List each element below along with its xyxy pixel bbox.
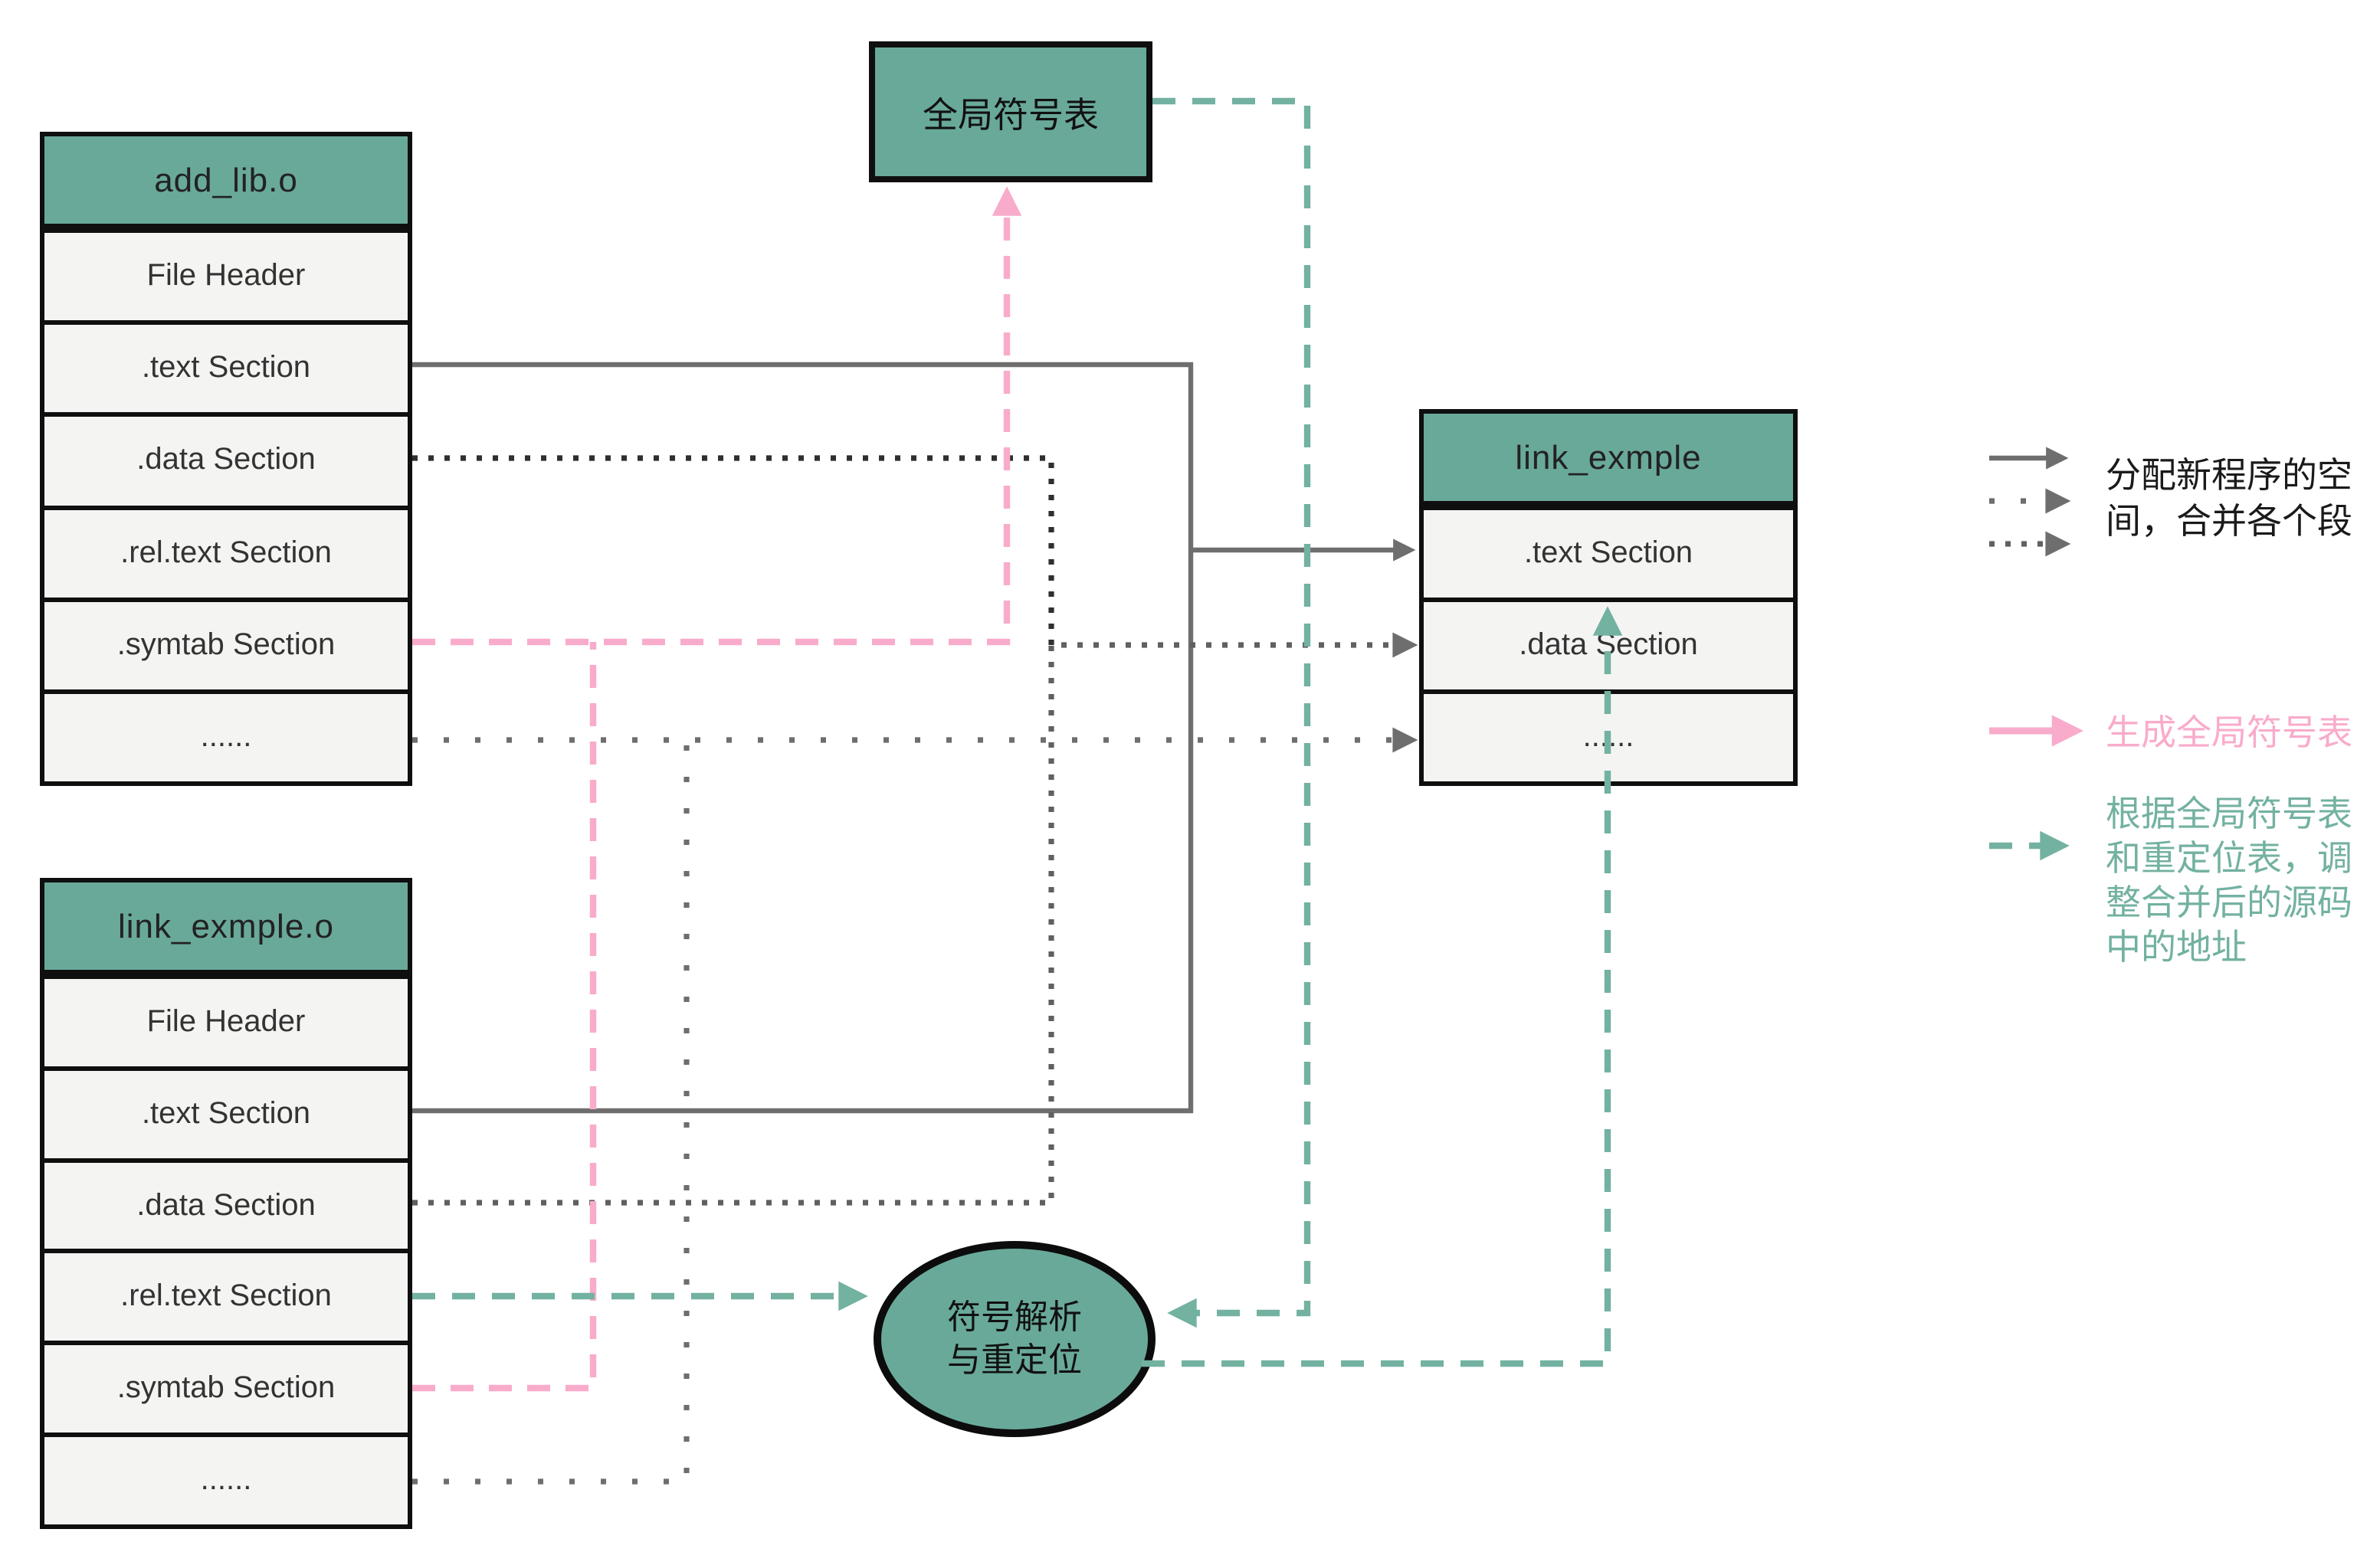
add-lib-o-table: add_lib.o File Header .text Section .dat… [40,132,412,786]
symtab-line-bottom [412,642,597,1392]
table-row: .data Section [1424,598,1793,689]
table-row: .text Section [1424,506,1793,598]
other-merge-line-bottom [412,740,690,1485]
table-row: .data Section [44,412,408,506]
global-table-to-resolver-arrow [1152,97,1311,1328]
table-row: .text Section [44,320,408,413]
global-symbol-table-label: 全局符号表 [923,95,1099,135]
symtab-arrow [412,186,1022,646]
data-merge-arrow [412,632,1418,1206]
table-row: ...... [1424,689,1793,781]
table-row: ...... [44,1432,408,1524]
legend-merge-label: 分配新程序的空 间，合并各个段 [2106,455,2352,541]
table-row: .symtab Section [44,1341,408,1433]
global-symbol-table-box: 全局符号表 [869,41,1152,182]
table-row: .data Section [44,1157,408,1249]
link-exmple-output-table: link_exmple .text Section .data Section … [1419,409,1798,786]
symbol-resolution-ellipse: 符号解析 与重定位 [874,1241,1156,1437]
table-row: File Header [44,228,408,321]
data-merge-line-top [412,455,1054,645]
table-row: .symtab Section [44,597,408,689]
text-merge-bracket-line [412,362,1194,1114]
table-row: .rel.text Section [44,505,408,598]
legend-symtab-label: 生成全局符号表 [2106,712,2352,752]
table-row: .text Section [44,1066,408,1158]
legend-relocate-label: 根据全局符号表 和重定位表，调 整合并后的源码 中的地址 [2106,794,2352,967]
link-exmple-title: link_exmple [1424,414,1793,506]
table-row: .rel.text Section [44,1249,408,1341]
add-lib-o-title: add_lib.o [44,136,408,228]
table-row: File Header [44,974,408,1066]
link-exmple-o-title: link_exmple.o [44,882,408,974]
link-exmple-o-table: link_exmple.o File Header .text Section … [40,878,412,1529]
table-row: ...... [44,689,408,782]
